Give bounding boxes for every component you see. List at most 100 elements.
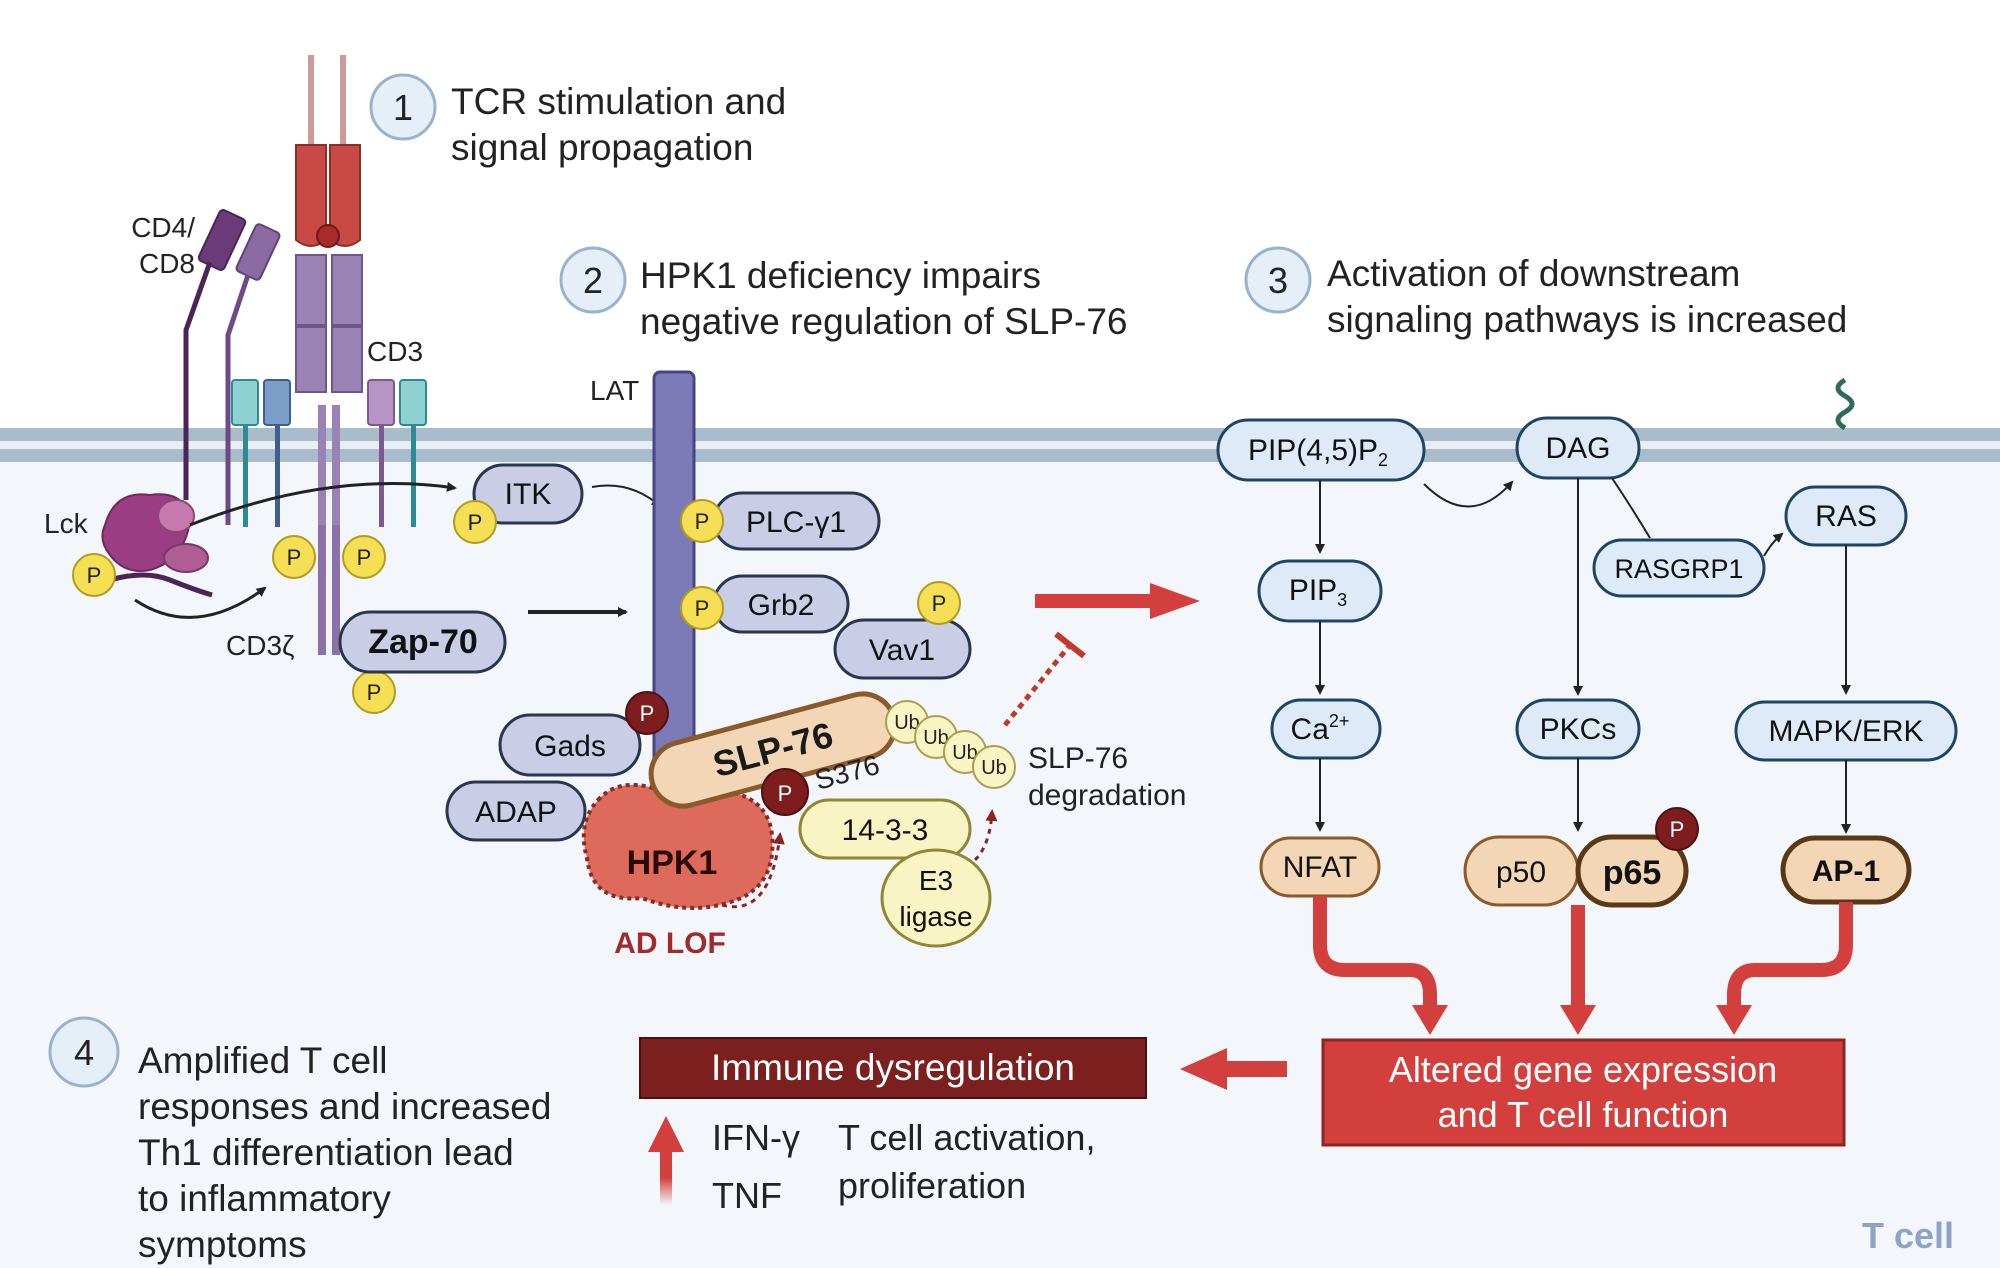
hpk1-node: HPK1 (581, 778, 775, 910)
tcr-receptor (295, 55, 363, 655)
dag-node: DAG (1515, 416, 1641, 480)
step-4-badge (48, 1016, 120, 1088)
step-3-number: 3 (1268, 260, 1288, 301)
pkcs-label: PKCs (1540, 713, 1617, 746)
step-2-heading: 2 HPK1 deficiency impairs negative regul… (559, 246, 1128, 342)
phospho-p65: P (1655, 807, 1699, 851)
phospho-label: P (932, 591, 947, 616)
step-2-number: 2 (583, 260, 603, 301)
pip3-label: PIP3 (1289, 574, 1347, 610)
phospho-label: P (695, 596, 710, 621)
step-1-heading: 1 TCR stimulation and signal propagation (369, 73, 786, 168)
t-cell-label: T cell (1862, 1215, 1954, 1256)
rasgrp1-label: RASGRP1 (1614, 554, 1743, 584)
immune-dysregulation-box: Immune dysregulation (639, 1037, 1147, 1099)
cd4-cd8-label-line2: CD8 (139, 248, 195, 279)
arrowhead-nfat (1412, 1005, 1448, 1035)
arrow-complex-to-pathways (1035, 583, 1200, 619)
inhibition-bar (1054, 631, 1086, 659)
step-4-line2: responses and increased (138, 1086, 551, 1127)
arrow-rasgrp1-to-ras (1763, 532, 1784, 557)
p65-node: p65 (1575, 834, 1689, 908)
tnf-label: TNF (712, 1175, 782, 1216)
arrow-lck-to-cd3zeta (134, 586, 267, 619)
arrow-ap1-to-altered (1727, 902, 1853, 1010)
phospho-s376: P (761, 768, 809, 816)
altered-label-line1: Altered gene expression (1389, 1049, 1777, 1090)
plcg1-label: PLC-γ1 (746, 506, 846, 539)
ap1-label: AP-1 (1812, 855, 1880, 888)
step-2-line1: HPK1 deficiency impairs (640, 255, 1041, 296)
hpk1-label: HPK1 (627, 844, 718, 882)
p50-label: p50 (1496, 856, 1546, 889)
nfat-label: NFAT (1283, 851, 1357, 884)
phospho-label: P (778, 781, 793, 806)
pip2-label: PIP(4,5)P2 (1248, 434, 1388, 470)
ub-label: Ub (952, 742, 978, 764)
phospho-plcg1: P (680, 499, 724, 543)
activation-label-line1: T cell activation, (838, 1117, 1095, 1158)
dag-label: DAG (1545, 432, 1610, 465)
grb2-node: Grb2 (712, 574, 850, 634)
ub-label: Ub (981, 757, 1007, 779)
ubiquitin-chain: Ub Ub Ub Ub (885, 700, 1016, 789)
cd3-subunits (231, 379, 427, 527)
phospho-lck: P (72, 553, 116, 597)
p50-node: p50 (1463, 835, 1580, 907)
phospho-cd3-left: P (272, 535, 316, 579)
degradation-label-line2: degradation (1028, 779, 1186, 812)
phospho-label: P (287, 545, 302, 570)
step-4-line4: to inflammatory (138, 1178, 391, 1219)
phospho-cd3-right: P (342, 535, 386, 579)
phospho-vav1: P (917, 581, 961, 625)
adap-node: ADAP (445, 780, 587, 842)
activation-label-line2: proliferation (838, 1165, 1026, 1206)
mapk-erk-label: MAPK/ERK (1768, 715, 1923, 748)
step-3-badge (1244, 246, 1312, 314)
calcium-main: Ca (1291, 713, 1330, 746)
ub-label: Ub (923, 727, 949, 749)
pip2-subscript: 2 (1378, 450, 1388, 470)
calcium-node: Ca2+ (1270, 698, 1382, 760)
cd4-cd8-coreceptor (183, 209, 281, 525)
link-dag-to-rasgrp1 (1611, 477, 1651, 539)
p65-label: p65 (1603, 854, 1662, 892)
itk-node: ITK (472, 463, 584, 525)
zap70-label: Zap-70 (368, 623, 478, 661)
zap70-node: Zap-70 (338, 610, 507, 674)
rasgrp1-node: RASGRP1 (1592, 538, 1766, 598)
protein-14-3-3-label: 14-3-3 (842, 814, 929, 847)
arrow-hpk1-to-s376 (721, 832, 785, 909)
plcg1-node: PLC-γ1 (712, 491, 881, 551)
immune-label: Immune dysregulation (711, 1047, 1075, 1088)
altered-label-line2: and T cell function (1438, 1094, 1729, 1135)
arrow-lck-to-itk (189, 481, 457, 527)
arrowhead-p65 (1560, 1005, 1596, 1035)
step-1-number: 1 (393, 87, 413, 128)
protein-14-3-3-node: 14-3-3 (798, 798, 972, 860)
pkcs-node: PKCs (1515, 698, 1641, 760)
lck-label: Lck (44, 508, 89, 539)
grb2-label: Grb2 (748, 589, 815, 622)
step-3-line1: Activation of downstream (1327, 253, 1740, 294)
membrane-inner-line (0, 441, 2000, 449)
ifng-label: IFN-γ (712, 1117, 800, 1158)
increase-arrow (648, 1116, 684, 1205)
step-4-number: 4 (74, 1032, 94, 1073)
phospho-label: P (468, 510, 483, 535)
phospho-label: P (1670, 817, 1685, 842)
e3-ligase-node: E3 ligase (880, 848, 992, 948)
adap-label: ADAP (475, 796, 557, 829)
vav1-label: Vav1 (869, 634, 935, 667)
step-4-line3: Th1 differentiation lead (138, 1132, 514, 1173)
arrow-altered-to-immune (1180, 1048, 1287, 1090)
gads-label: Gads (534, 730, 606, 763)
calcium-label: Ca2+ (1291, 711, 1350, 746)
pip2-node: PIP(4,5)P2 (1216, 418, 1426, 482)
step-3-line2: signaling pathways is increased (1327, 299, 1847, 340)
mapk-erk-node: MAPK/ERK (1734, 700, 1958, 762)
phospho-gads: P (625, 691, 669, 735)
step-4-line1: Amplified T cell (138, 1040, 388, 1081)
